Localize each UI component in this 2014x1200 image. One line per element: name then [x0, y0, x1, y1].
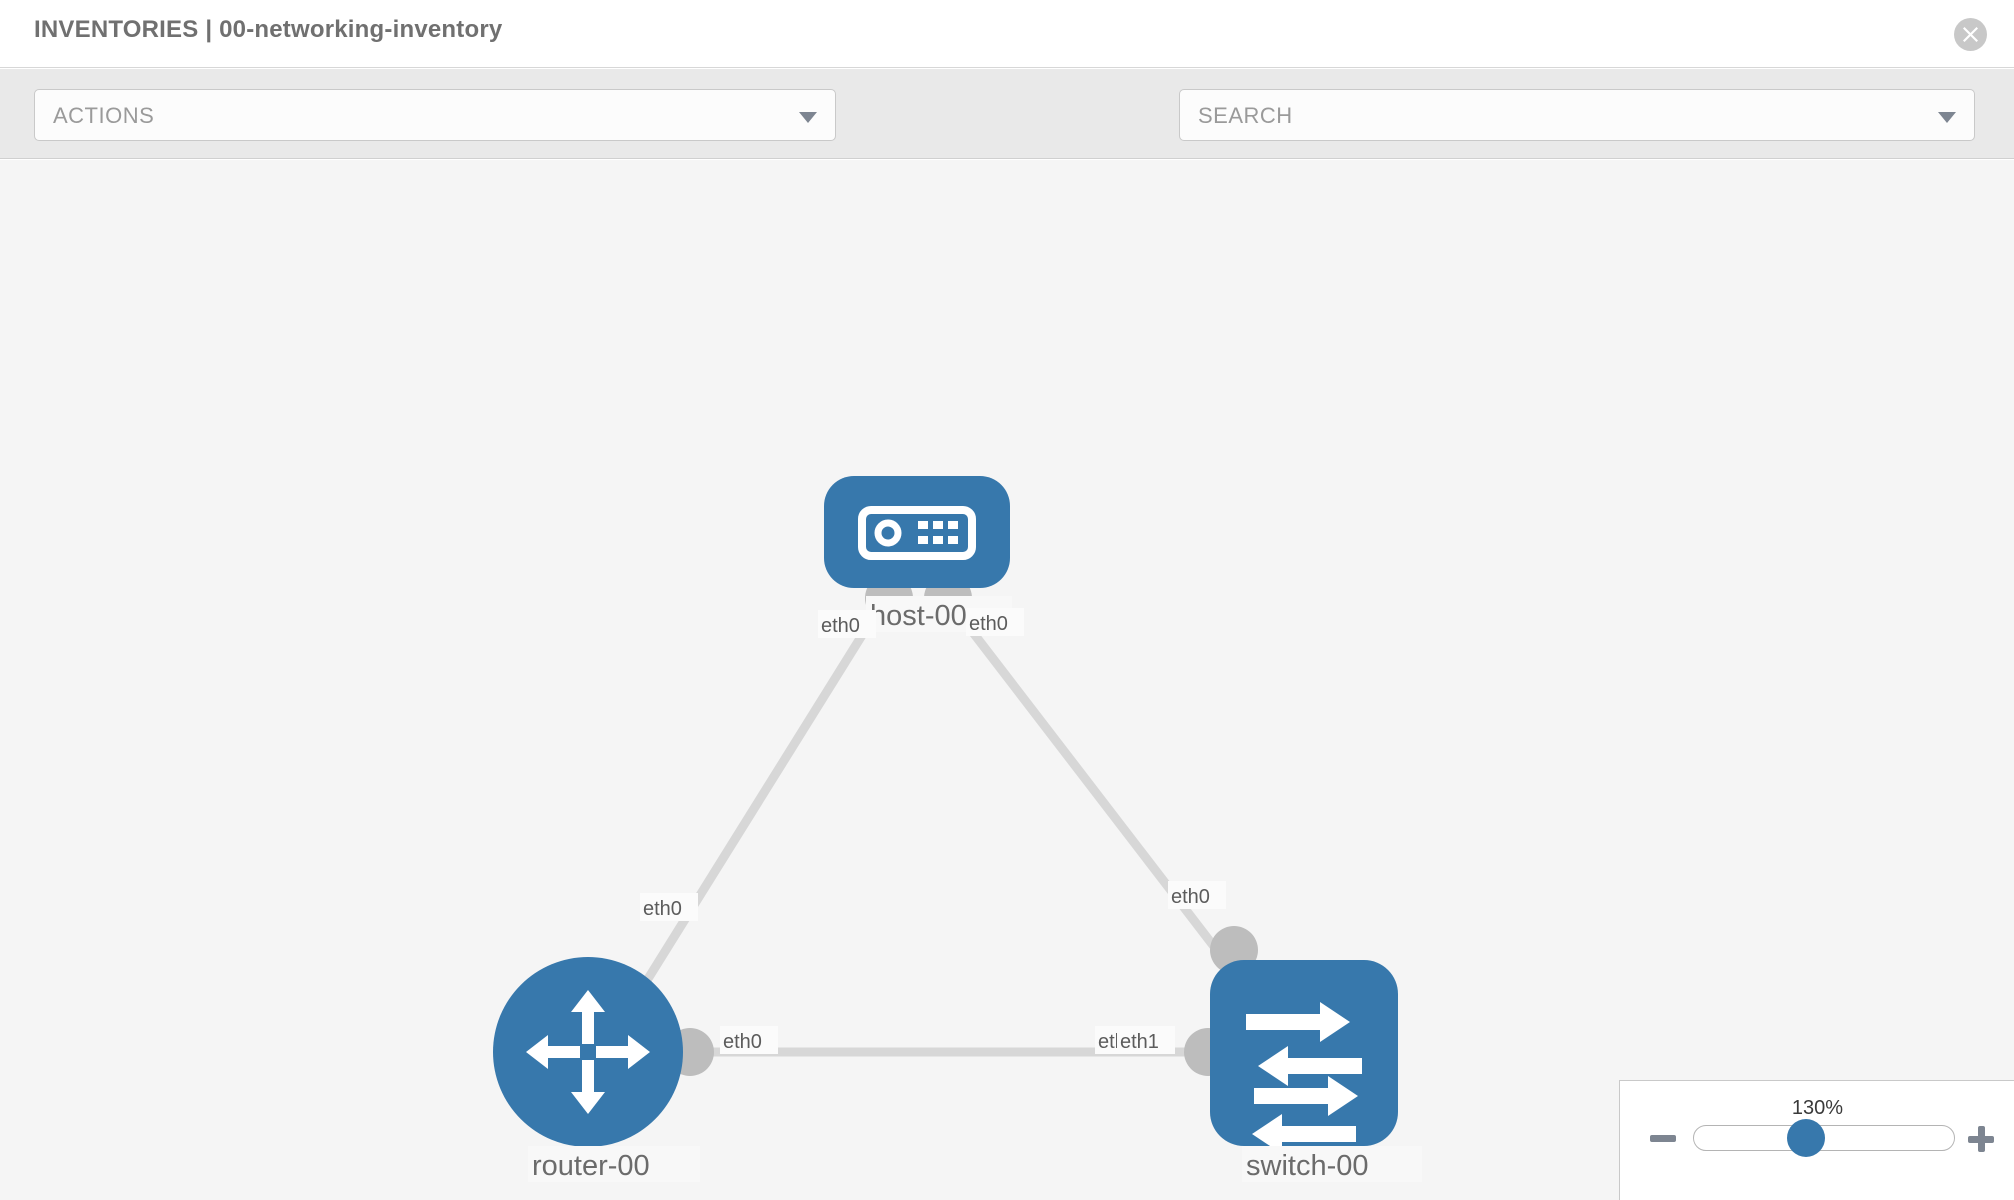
search-input[interactable]: SEARCH: [1179, 89, 1975, 141]
interface-labels: eth0 eth0 eth0 eth0 eth0: [640, 608, 1226, 1054]
edge-host-switch[interactable]: [944, 597, 1236, 973]
iface-label-switch-up: eth0: [1168, 881, 1226, 909]
iface-label-host-right: eth0: [966, 608, 1024, 636]
topology-connectors: [666, 574, 1258, 1076]
topology-canvas[interactable]: host-00 router-00: [0, 160, 2014, 1200]
iface-text: eth0: [1171, 886, 1210, 908]
node-router-00[interactable]: router-00: [493, 957, 700, 1182]
close-icon[interactable]: [1954, 18, 1987, 51]
actions-dropdown-label: ACTIONS: [53, 103, 155, 128]
zoom-control-panel: 130%: [1619, 1080, 2014, 1200]
server-appliance-icon: [858, 506, 976, 560]
iface-text: eth0: [643, 898, 682, 920]
actions-dropdown[interactable]: ACTIONS: [34, 89, 836, 141]
node-switch-00[interactable]: switch-00: [1210, 960, 1422, 1182]
node-label-switch-00: switch-00: [1246, 1150, 1369, 1182]
iface-text: eth0: [723, 1031, 762, 1053]
iface-text: eth1: [1120, 1031, 1159, 1053]
minus-icon[interactable]: [1650, 1135, 1676, 1142]
topology-edges: [632, 597, 1236, 1057]
topology-graph: host-00 router-00: [493, 476, 1422, 1182]
iface-label-switch-left-eth1: eth1: [1117, 1026, 1175, 1054]
chevron-down-icon: [799, 112, 817, 123]
plus-icon[interactable]: [1968, 1126, 1994, 1152]
switch-arrows-icon: [1246, 1002, 1362, 1154]
iface-label-router-right: eth0: [720, 1026, 778, 1054]
zoom-slider-thumb[interactable]: [1787, 1119, 1825, 1157]
node-label-router-00: router-00: [532, 1150, 650, 1182]
search-placeholder: SEARCH: [1198, 103, 1293, 128]
iface-label-host-left: eth0: [818, 610, 876, 638]
search-chevron-down-icon[interactable]: [1938, 112, 1956, 123]
page-title: INVENTORIES | 00-networking-inventory: [34, 16, 503, 43]
node-label-host-00: host-00: [870, 600, 967, 632]
edge-host-router[interactable]: [632, 597, 888, 1001]
router-four-arrows-icon: [526, 990, 650, 1114]
zoom-slider-track[interactable]: [1693, 1125, 1955, 1151]
toolbar: ACTIONS SEARCH: [0, 69, 2014, 195]
page-header: INVENTORIES | 00-networking-inventory: [0, 0, 2014, 68]
zoom-percentage-label: 130%: [1791, 1097, 1844, 1119]
iface-text: eth0: [821, 615, 860, 637]
iface-text: eth0: [969, 613, 1008, 635]
iface-label-router-up: eth0: [640, 893, 698, 921]
